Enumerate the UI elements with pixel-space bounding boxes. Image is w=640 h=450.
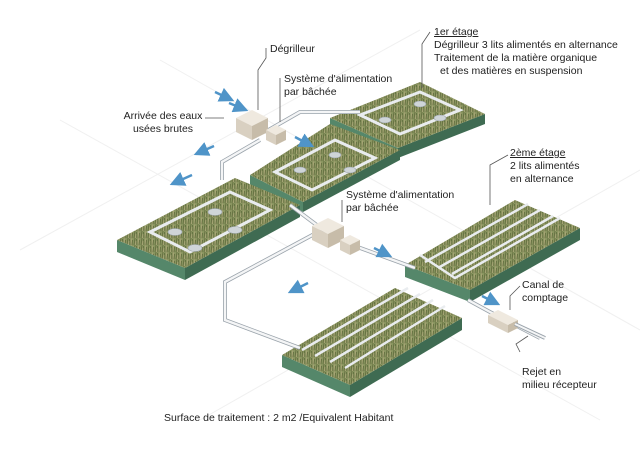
label-stage1-line1: Dégrilleur 3 lits alimentés en alternanc… — [434, 39, 618, 51]
label-feed-mid-line2: par bâchée — [346, 202, 399, 214]
footer-surface-note: Surface de traitement : 2 m2 /Equivalent… — [164, 412, 394, 424]
feed-tank-mid — [312, 218, 360, 255]
label-rejet-line1: Rejet en — [522, 366, 562, 378]
label-stage1-title: 1er étage — [434, 26, 479, 38]
feed-tank-top — [266, 125, 286, 145]
label-stage2-line2: en alternance — [510, 173, 574, 185]
label-degrilleur: Dégrilleur — [270, 43, 315, 55]
stage1-bed-c — [117, 178, 300, 280]
label-feed-top-line1: Système d'alimentation — [284, 73, 393, 85]
stage1-distribution-pipes — [146, 90, 464, 254]
stage2-distribution-pipes — [301, 202, 561, 370]
label-stage1-line3: et des matières en suspension — [440, 65, 583, 77]
label-stage2-title: 2ème étage — [510, 147, 566, 159]
stage1-feed-points — [167, 100, 447, 252]
leader-lines — [205, 31, 529, 353]
label-inflow-line1: Arrivée des eaux — [123, 110, 203, 122]
label-feed-mid-line1: Système d'alimentation — [346, 189, 455, 201]
counting-channel — [488, 310, 546, 340]
stage2-bed-lower — [282, 288, 462, 397]
stage2-bed-upper — [405, 200, 580, 302]
label-stage1-line2: Traitement de la matière organique — [434, 52, 598, 64]
label-feed-top-line2: par bâchée — [284, 86, 337, 98]
flow-arrows — [169, 87, 501, 306]
label-canal-line2: comptage — [522, 292, 569, 304]
label-inflow-line2: usées brutes — [132, 123, 194, 135]
label-stage2-line1: 2 lits alimentés — [510, 160, 580, 172]
label-canal-line1: Canal de — [522, 279, 565, 291]
label-rejet-line2: milieu récepteur — [522, 379, 597, 391]
degrilleur-tank — [236, 110, 268, 140]
